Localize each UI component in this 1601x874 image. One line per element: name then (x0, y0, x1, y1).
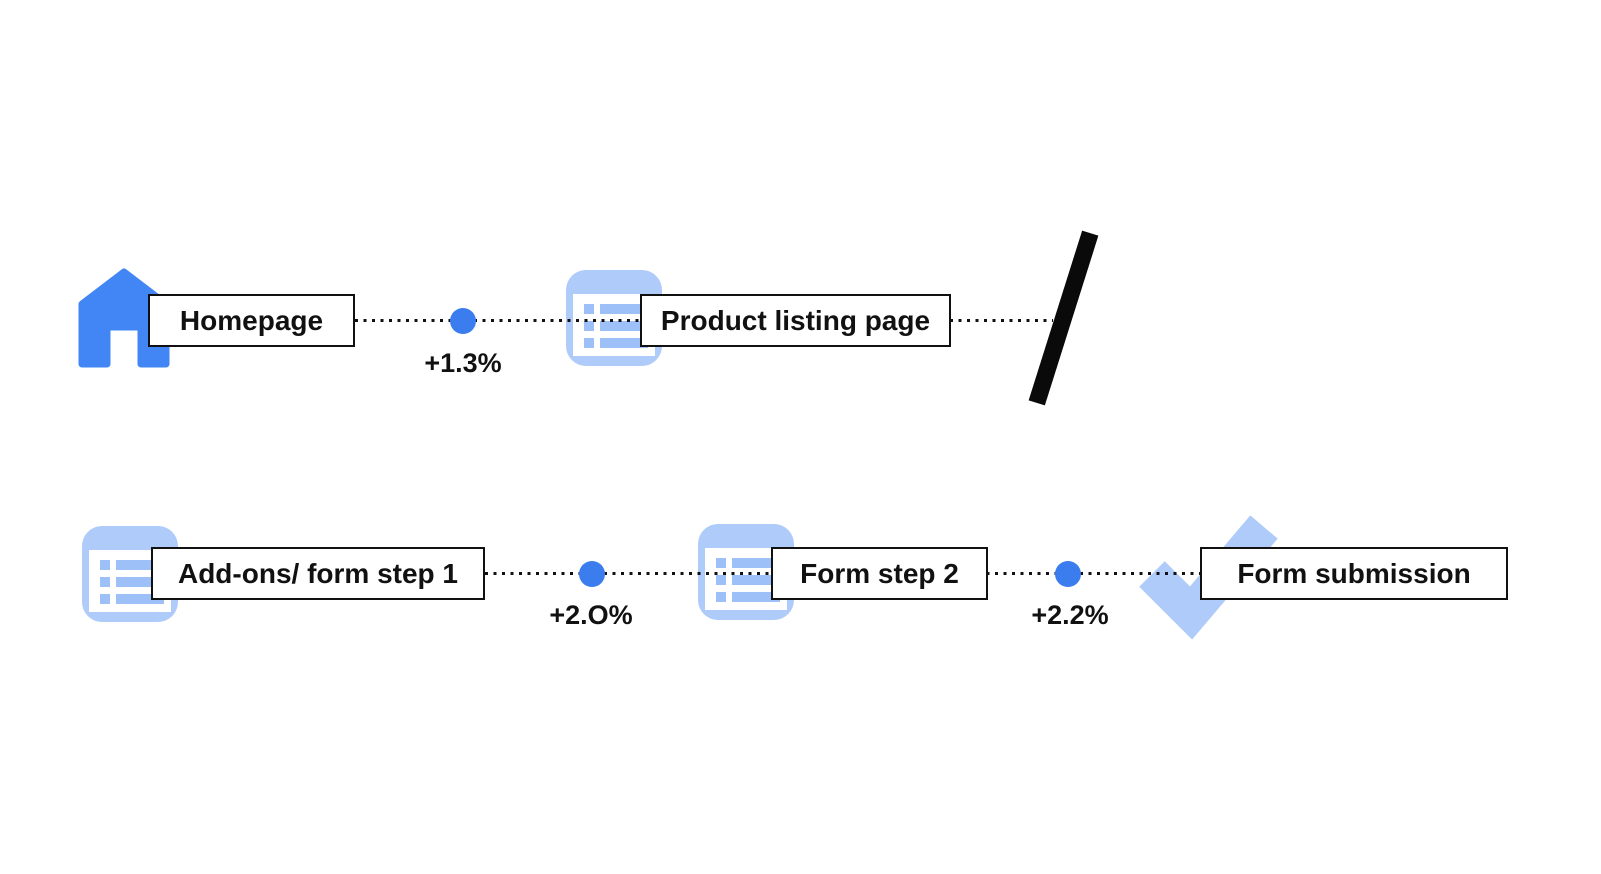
node-label-text: Form submission (1237, 557, 1471, 589)
node-label-form-submission: Form submission (1200, 547, 1508, 600)
node-label-text: Homepage (179, 304, 324, 336)
delta-label: +2.O% (549, 600, 633, 630)
node-label-form-step-2: Form step 2 (771, 547, 988, 600)
node-label-homepage: Homepage (148, 294, 355, 347)
node-label-text: Product listing page (660, 304, 931, 336)
delta-label: +2.2% (1031, 600, 1109, 630)
slash-drop-off-icon (1028, 230, 1099, 406)
transition-dot (1055, 561, 1081, 587)
node-label-addons-form-step-1: Add-ons/ form step 1 (151, 547, 485, 600)
transition-dot (579, 561, 605, 587)
delta-label: +1.3% (424, 348, 502, 378)
transition-dot (450, 308, 476, 334)
node-label-text: Form step 2 (800, 557, 959, 589)
node-label-product-listing-page: Product listing page (640, 294, 951, 347)
node-label-text: Add-ons/ form step 1 (177, 557, 458, 589)
